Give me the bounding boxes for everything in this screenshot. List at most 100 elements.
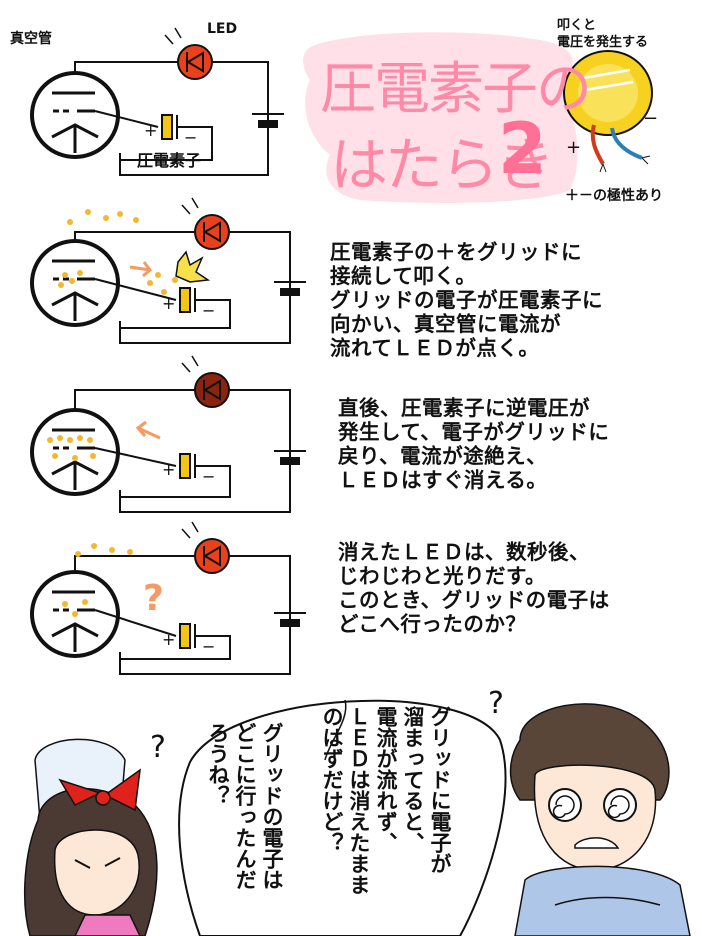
circuit-3-electron — [67, 437, 73, 443]
piezo-label: 圧電素子 — [137, 151, 202, 170]
tap-note-line1: 叩くと — [557, 18, 597, 33]
circuit-2-wire-loop — [74, 231, 291, 344]
bubble-left-line: どこに行ったんだ — [233, 722, 257, 890]
circuit-4-piezo — [179, 623, 191, 649]
bubble-right-line: グリッドに電子が — [428, 706, 452, 874]
circuit-2-electron-flow — [85, 209, 91, 215]
circuit-3-led-light-rays — [181, 355, 199, 373]
circuit-1-cathode — [51, 123, 99, 153]
circuit-3-led — [194, 372, 230, 408]
circuit-1-grid-wire — [94, 110, 159, 128]
circuit-3-piezo — [179, 453, 191, 479]
circuit-2-piezo-wire — [120, 299, 231, 329]
circuit-4-battery-short — [280, 619, 300, 627]
circuit-3-led-symbol — [203, 379, 221, 401]
panel-2-line: 直後、圧電素子に逆電圧が — [338, 396, 590, 420]
panel-2-description: 直後、圧電素子に逆電圧が 発生して、電子がグリッドに 戻り、電流が途絶え、 ＬＥ… — [338, 396, 609, 492]
circuit-3-electron-arrow — [135, 420, 161, 440]
circuit-3-piezo-wire — [120, 465, 231, 498]
circuit-4-electron — [62, 601, 68, 607]
circuit-2-electron-flow — [133, 217, 139, 223]
piezo-disc-illustration — [563, 50, 653, 173]
circuit-3-electron — [52, 453, 58, 459]
circuit-2-piezo-minus: − — [202, 301, 215, 320]
circuit-3-electron — [72, 455, 78, 461]
circuit-1-battery-short — [258, 120, 278, 128]
panel-2-line: 戻り、電流が途絶え、 — [338, 444, 548, 468]
circuit-4-piezo-plus: + — [162, 630, 175, 649]
right-character-question-mark: ? — [488, 686, 504, 721]
bubble-right-line: 溜まってると、 — [401, 706, 425, 853]
panel-3-question-mark: ? — [143, 578, 164, 619]
circuit-4-piezo-minus: − — [202, 637, 215, 656]
bubble-right-line: のはずだけど？ — [320, 706, 344, 853]
bubble-right-line: 電流が流れず、 — [374, 706, 398, 853]
circuit-3-electron — [47, 437, 53, 443]
circuit-2-piezo — [179, 287, 191, 313]
circuit-4-electron-flow — [75, 551, 81, 557]
circuit-3-electron — [77, 435, 83, 441]
circuit-2-electron — [62, 272, 68, 278]
bubble-left-line: グリッドの電子は — [260, 722, 284, 890]
panel-3-line: じわじわと光りだす。 — [338, 564, 546, 588]
panel-3-line: どこへ行ったのか？ — [338, 612, 527, 636]
tap-note-line2: 電圧を発生する — [557, 35, 649, 50]
circuit-2-piezo-plus: + — [162, 294, 175, 313]
left-character — [23, 738, 158, 936]
circuit-4-grid-wire — [94, 609, 177, 637]
panel-1-description: 圧電素子の＋をグリッドに 接続して叩く。 グリッドの電子が圧電素子に 向かい、真… — [330, 240, 603, 360]
circuit-2-electron-moving — [155, 272, 161, 278]
circuit-2-led — [194, 214, 230, 250]
circuit-2-electron-moving — [161, 289, 167, 295]
circuit-3-electron — [87, 437, 93, 443]
circuit-2-electron — [77, 270, 83, 276]
panel-3-line: このとき、グリッドの電子は — [338, 588, 610, 612]
circuit-panels: +−+−+−+− — [30, 27, 306, 675]
circuit-2-electron-moving — [172, 277, 178, 283]
right-character — [509, 703, 691, 936]
panel-2-line: 発生して、電子がグリッドに — [338, 420, 610, 444]
circuit-4-electron — [72, 611, 78, 617]
disc-plus-sign: + — [566, 137, 582, 158]
circuit-1-led-symbol — [186, 51, 204, 73]
title-number: 2 — [498, 108, 547, 190]
circuit-1-led — [177, 44, 213, 80]
vacuum-tube-label: 真空管 — [10, 31, 52, 47]
circuit-4-cathode — [51, 622, 99, 652]
circuit-4-electron-flow — [109, 547, 115, 553]
title-blob — [303, 32, 578, 203]
circuit-4-led-light-rays — [181, 521, 199, 539]
left-character-question-mark: ? — [150, 730, 166, 765]
circuit-2-electron — [58, 282, 64, 288]
panel-3-line: 消えたＬＥＤは、数秒後、 — [338, 540, 590, 564]
panel-1-line: 向かい、真空管に電流が — [330, 312, 561, 336]
circuit-1-piezo-minus: − — [184, 128, 197, 147]
circuit-3-grid-wire — [94, 447, 177, 467]
circuit-4-electron-flow — [127, 549, 133, 555]
speech-bubble-shapes — [178, 699, 507, 936]
circuit-2-grid-wire — [94, 278, 177, 301]
title-line2: はたらき — [330, 131, 555, 199]
panel-2-line: ＬＥＤはすぐ消える。 — [338, 468, 548, 492]
circuit-1-wire-loop — [74, 61, 269, 176]
circuit-3-piezo-minus: − — [202, 467, 215, 486]
circuit-2-electron-flow — [67, 219, 73, 225]
circuit-1-piezo-wire — [120, 126, 213, 161]
circuit-3-battery-short — [280, 457, 300, 465]
panel-1-line: グリッドの電子が圧電素子に — [330, 288, 603, 312]
circuit-4-led — [194, 538, 230, 574]
circuit-3-electron — [57, 435, 63, 441]
circuit-2-battery-short — [280, 288, 300, 296]
circuit-1-piezo — [161, 114, 173, 140]
circuit-2-led-symbol — [203, 221, 221, 243]
circuit-2-cathode — [51, 291, 99, 321]
circuit-1-piezo-plus: + — [144, 121, 157, 140]
circuit-2-electron — [69, 278, 75, 284]
disc-minus-sign: − — [643, 108, 659, 129]
polarity-note: ＋－の極性あり — [565, 188, 663, 204]
circuit-4-led-symbol — [203, 545, 221, 567]
circuit-2-led-light-rays — [181, 197, 199, 215]
bubble-left-line: ろうね？ — [206, 722, 230, 806]
circuit-4-electron — [82, 599, 88, 605]
